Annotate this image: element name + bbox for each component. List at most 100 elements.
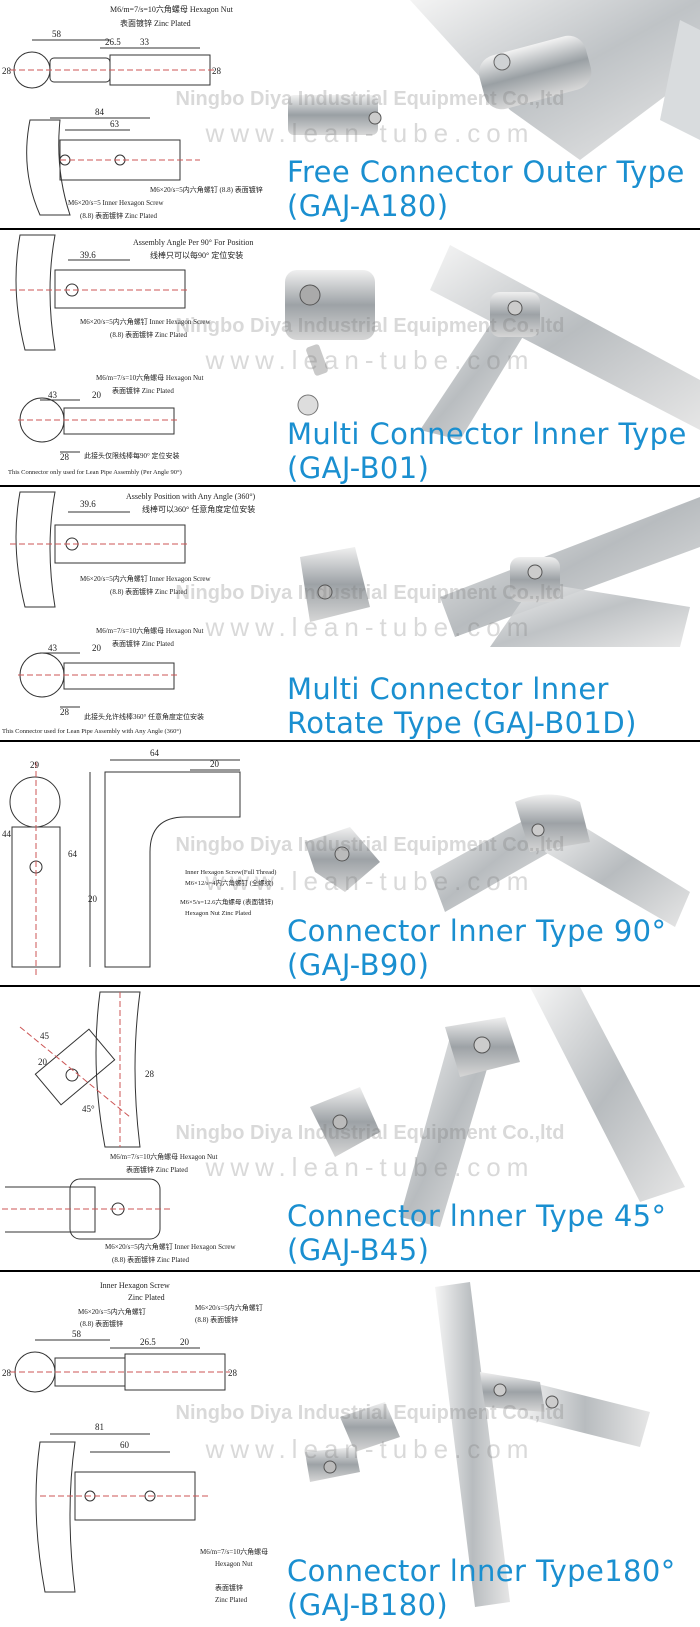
dim-label: 63 (110, 119, 120, 129)
product-title: Connector lnner Type 45° (GAJ-B45) (287, 1199, 666, 1267)
drawing-note: 表面镀锌 Zinc Plated (126, 1165, 188, 1174)
dim-label: 39.6 (80, 499, 96, 509)
product-title: Multi Connector lnner Type (GAJ-B01) (287, 417, 687, 485)
panel-b01: 39.6 43 20 28 Assembly Angle Per 90° For… (0, 230, 700, 485)
dim-label: 28 (2, 66, 12, 76)
dim-label: 58 (52, 29, 62, 39)
dim-label: 45 (40, 1031, 50, 1041)
dim-label: 45° (82, 1104, 95, 1114)
title-line: Connector lnner Type 90° (287, 914, 667, 948)
drawing-note: 表面镀锌 Zinc Plated (112, 386, 174, 395)
drawing-note: This Connector used for Lean Pipe Assemb… (2, 728, 181, 735)
dim-label: 64 (68, 849, 78, 859)
drawing-note: (8.8) 表面镀锌 Zinc Plated (80, 211, 157, 220)
dim-label: 44 (2, 829, 12, 839)
drawing-note: 此接头仅限线棒每90° 定位安装 (84, 451, 180, 460)
drawing-note: 线棒可以360° 任意角度定位安装 (142, 504, 255, 514)
drawing-note: (8.8) 表面镀锌 (80, 1319, 123, 1328)
product-photo (305, 1282, 650, 1607)
drawing-note: 表面镀锌 (215, 1583, 243, 1592)
dim-label: 26.5 (140, 1337, 156, 1347)
dim-label: 28 (2, 1368, 12, 1378)
model-code: (GAJ-A180) (287, 189, 449, 223)
drawing-note: (8.8) 表面镀锌 Zinc Plated (112, 1255, 189, 1264)
technical-drawing: 58 26.5 33 28 28 84 63 M6/m=7/s=10六角螺母 H… (2, 4, 263, 220)
product-title: Connector lnner Type180° (GAJ-B180) (287, 1554, 676, 1622)
dim-label: 28 (145, 1069, 155, 1079)
drawing-note: M6×20/s=5内六角螺钉 (78, 1307, 146, 1316)
dim-label: 29 (30, 760, 40, 770)
technical-drawing: 45 20 45° 28 M6/m=7/s=10六角螺母 Hexagon Nut… (2, 991, 237, 1264)
drawing-note: (8.8) 表面镀锌 (195, 1315, 238, 1324)
dim-label: 58 (72, 1329, 82, 1339)
model-code: Rotate Type (GAJ-B01D) (287, 706, 637, 740)
product-photo (285, 245, 700, 440)
drawing-note: (8.8) 表面镀锌 Zinc Plated (110, 587, 187, 596)
product-title: Free Connector Outer Type (GAJ-A180) (287, 155, 685, 223)
drawing-note: Zinc Plated (128, 1293, 165, 1302)
title-line: Connector lnner Type180° (287, 1554, 676, 1588)
dim-label: 81 (95, 1422, 104, 1432)
dim-label: 20 (210, 759, 220, 769)
panel-b01d: 39.6 43 20 28 Assebly Position with Any … (0, 487, 700, 740)
dim-label: 20 (180, 1337, 190, 1347)
panel-divider (0, 228, 700, 230)
dim-label: 84 (95, 107, 105, 117)
drawing-note: Assebly Position with Any Angle (360°) (126, 492, 256, 501)
drawing-note: 线棒只可以每90° 定位安装 (150, 250, 243, 260)
drawing-note: M6×20/s=5内六角螺钉 Inner Hexagon Screw (105, 1242, 237, 1251)
title-line: Multi Connector lnner (287, 672, 609, 706)
dim-label: 28 (228, 1368, 238, 1378)
dim-label: 43 (48, 390, 58, 400)
drawing-note: 表面镀锌 Zinc Plated (120, 18, 191, 28)
title-line: Multi Connector lnner Type (287, 417, 687, 451)
drawing-note: M6/m=7/s=10六角螺母 (200, 1547, 268, 1556)
technical-drawing: 39.6 43 20 28 Assembly Angle Per 90° For… (8, 234, 253, 476)
drawing-note: M6×20/s=5内六角螺钉 (8.8) 表面镀锌 (150, 185, 263, 194)
dim-label: 20 (88, 894, 98, 904)
drawing-note: Hexagon Nut (215, 1560, 253, 1568)
drawing-note: Inner Hexagon Screw (100, 1281, 170, 1290)
drawing-note: Assembly Angle Per 90° For Position (133, 238, 253, 247)
technical-drawing: 39.6 43 20 28 Assebly Position with Any … (2, 491, 256, 735)
drawing-note: (8.8) 表面镀锌 Zinc Plated (110, 330, 187, 339)
technical-drawing: 29 64 20 44 64 20 Inner Hexagon Screw(Fu… (2, 748, 276, 977)
model-code: (GAJ-B45) (287, 1233, 430, 1267)
dim-label: 64 (150, 748, 160, 758)
panel-b45: 45 20 45° 28 M6/m=7/s=10六角螺母 Hexagon Nut… (0, 987, 700, 1270)
dim-label: 60 (120, 1440, 130, 1450)
drawing-note: 表面镀锌 Zinc Plated (112, 639, 174, 648)
panel-divider (0, 740, 700, 742)
model-code: (GAJ-B180) (287, 1588, 449, 1622)
panel-b180: 58 26.5 20 28 28 81 60 Inner Hexagon Scr… (0, 1272, 700, 1627)
drawing-note: 此接头允许线棒360° 任意角度定位安装 (84, 712, 204, 721)
model-code: (GAJ-B90) (287, 948, 430, 982)
dim-label: 28 (60, 452, 70, 462)
product-title: Multi Connector lnner Rotate Type (GAJ-B… (287, 672, 637, 740)
product-title: Connector lnner Type 90° (GAJ-B90) (287, 914, 666, 982)
drawing-note: M6×20/s=5内六角螺钉 (195, 1303, 263, 1312)
panel-divider (0, 485, 700, 487)
drawing-note: This Connector only used for Lean Pipe A… (8, 469, 182, 476)
dim-label: 33 (140, 37, 150, 47)
panel-a180: 58 26.5 33 28 28 84 63 M6/m=7/s=10六角螺母 H… (0, 0, 700, 228)
dim-label: 39.6 (80, 250, 96, 260)
drawing-note: Inner Hexagon Screw(Full Thread) (185, 869, 276, 876)
drawing-note: M6×12/s=4内六角螺钉 (全螺纹) (185, 878, 273, 887)
dim-label: 28 (212, 66, 222, 76)
panel-divider (0, 985, 700, 987)
panel-b90: 29 64 20 44 64 20 Inner Hexagon Screw(Fu… (0, 742, 700, 985)
dim-label: 20 (92, 390, 102, 400)
drawing-note: M6×20/s=5内六角螺钉 Inner Hexagon Screw (80, 574, 212, 583)
drawing-note: M6/m=7/s=10六角螺母 Hexagon Nut (110, 1152, 218, 1161)
drawing-note: Hexagon Nut Zinc Plated (185, 910, 252, 917)
dim-label: 20 (38, 1057, 48, 1067)
dim-label: 28 (60, 707, 70, 717)
product-photo (300, 497, 700, 647)
dim-label: 26.5 (105, 37, 121, 47)
drawing-note: M6/m=7/s=10六角螺母 Hexagon Nut (96, 373, 204, 382)
product-photo (288, 0, 700, 160)
title-line: Free Connector Outer Type (287, 155, 685, 189)
product-photo (310, 987, 685, 1227)
